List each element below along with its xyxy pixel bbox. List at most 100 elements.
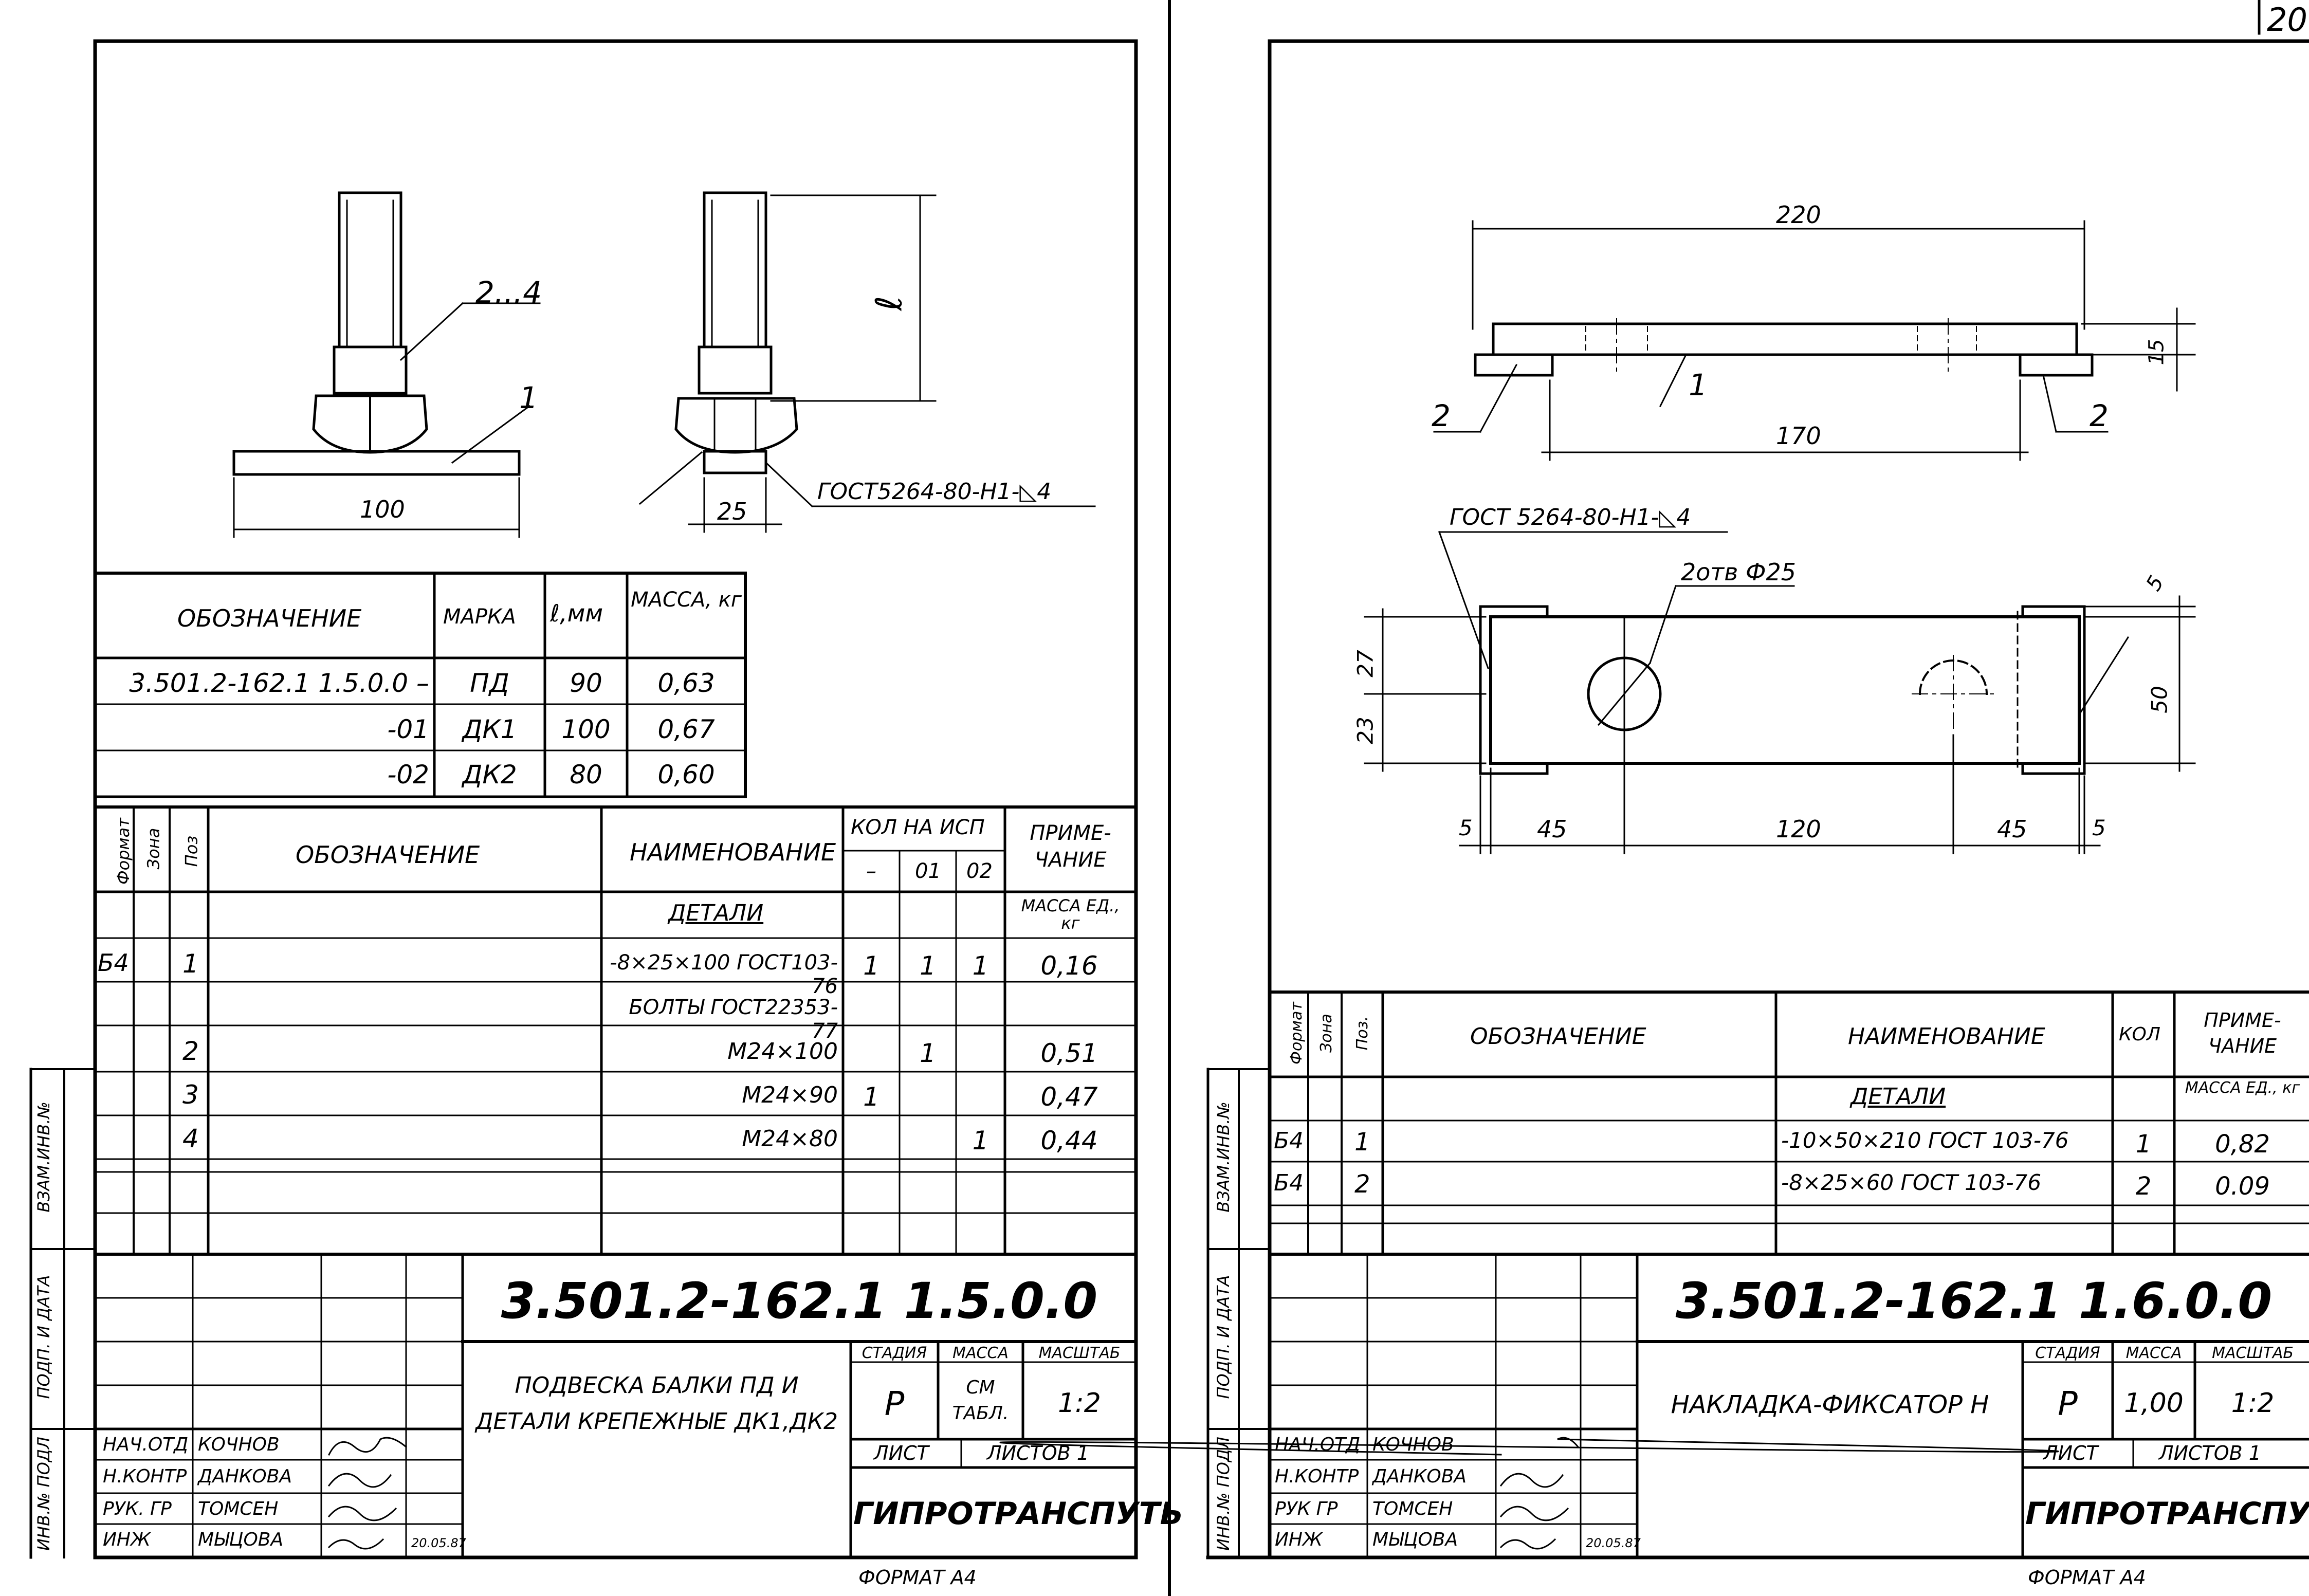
stamp-mass-header: МАССА: [2125, 1344, 2182, 1362]
stamp-lines-left: [94, 1253, 1138, 1559]
stamp-name: ДАНКОВА: [1372, 1466, 1467, 1487]
dim-23: 23: [1352, 717, 1378, 744]
param-row-mark: ДК2: [462, 760, 517, 790]
spec-header-name: НАИМЕНОВАНИЕ: [1848, 1023, 2045, 1050]
stamp-name: ТОМСЕН: [198, 1498, 279, 1519]
param-row-designation: -02: [387, 760, 429, 790]
side-label: ВЗАМ.ИНВ.№: [1214, 1102, 1233, 1213]
spec-row-note: 0,82: [2215, 1130, 2270, 1159]
stamp-name: МЫЦОВА: [1372, 1529, 1458, 1550]
stamp-mass: СМ ТАБЛ.: [952, 1377, 1009, 1424]
side-label: ИНВ.№ ПОДЛ: [1214, 1437, 1233, 1551]
stamp-lines-right: [1268, 1253, 2309, 1559]
stamp-scale: 1:2: [2231, 1388, 2275, 1419]
stamp-role: Н.КОНТР: [103, 1466, 187, 1487]
spec-row-format: Б4: [1274, 1128, 1304, 1154]
spec-row-q0: 1: [863, 1082, 879, 1112]
drawing-code: 3.501.2-162.1 1.5.0.0: [501, 1272, 1098, 1330]
dim-120: 120: [1776, 815, 1821, 843]
param-row-mark: ДК1: [462, 714, 517, 744]
spec-row-pos: 3: [182, 1080, 199, 1110]
spec-header-note: ПРИМЕ- ЧАНИЕ: [2204, 1009, 2281, 1057]
dim-5-left: 5: [1459, 815, 1473, 840]
leader-label-2: 2: [2090, 398, 2109, 433]
stamp-role: НАЧ.ОТД: [1275, 1434, 1361, 1455]
param-row-designation: 3.501.2-162.1 1.5.0.0 –: [129, 668, 429, 698]
stamp-organization: ГИПРОТРАНСПУТЬ: [853, 1496, 1184, 1532]
dim-25: 25: [717, 498, 747, 525]
stamp-scale-header: МАСШТАБ: [1038, 1344, 1121, 1362]
spec-header-q0: –: [866, 859, 876, 883]
holes-note: 2отв Ф25: [1681, 558, 1797, 586]
param-header-designation: ОБОЗНАЧЕНИЕ: [177, 604, 362, 632]
dim-5-right: 5: [2092, 815, 2106, 840]
side-label: ИНВ.№ ПОДЛ: [34, 1437, 53, 1551]
spec-header-designation: ОБОЗНАЧЕНИЕ: [1470, 1023, 1646, 1050]
stamp-role: Н.КОНТР: [1275, 1466, 1359, 1487]
spec-header-designation: ОБОЗНАЧЕНИЕ: [296, 841, 480, 869]
param-row-mass: 0,60: [657, 760, 715, 790]
stamp-name: ТОМСЕН: [1372, 1498, 1453, 1519]
spec-table-lines-left: [94, 805, 1138, 1256]
stamp-name: КОЧНОВ: [1372, 1434, 1454, 1455]
signatures-right: [999, 1437, 2059, 1550]
stamp-mass-header: МАССА: [952, 1344, 1009, 1362]
side-label: ПОДП. И ДАТА: [1214, 1275, 1233, 1399]
spec-row-qty: 2: [2135, 1172, 2152, 1201]
page-number: 20: [2267, 1, 2307, 39]
stamp-role: РУК. ГР: [103, 1498, 172, 1519]
drawing-title-line1: ПОДВЕСКА БАЛКИ ПД И: [515, 1372, 799, 1399]
spec-header-qty: КОЛ: [2119, 1024, 2160, 1045]
spec-row-name: М24×100: [727, 1038, 838, 1065]
dim-27: 27: [1352, 650, 1378, 677]
weld-note-right: ГОСТ 5264-80-Н1-◺4: [1450, 504, 1691, 530]
bolt-view-1: [232, 191, 541, 538]
param-row-length: 100: [561, 714, 611, 744]
stamp-sheets: ЛИСТОВ 1: [2159, 1442, 2261, 1464]
spec-row-pos: 2: [1354, 1170, 1370, 1199]
param-row-length: 80: [570, 760, 602, 790]
spec-header-format: Формат: [1287, 1002, 1306, 1065]
spec-row-name: -8×25×100 ГОСТ103-76: [610, 951, 838, 998]
leader-label-2: 2: [1432, 398, 1451, 433]
spec-header-name: НАИМЕНОВАНИЕ: [630, 838, 836, 866]
side-label: ВЗАМ.ИНВ.№: [34, 1102, 53, 1213]
stamp-name: МЫЦОВА: [198, 1529, 284, 1550]
spec-header-pos: Поз: [181, 835, 201, 867]
param-header-mass: МАССА, кг: [631, 588, 742, 612]
param-header-mark: МАРКА: [443, 605, 516, 629]
leader-label-2-4: 2...4: [475, 275, 542, 310]
spec-table-lines-right: [1268, 990, 2309, 1256]
stamp-role: ИНЖ: [1275, 1529, 1323, 1550]
stamp-sheet: ЛИСТ: [2043, 1442, 2098, 1464]
spec-header-q2: 02: [966, 859, 993, 883]
spec-section-details: ДЕТАЛИ: [1850, 1084, 1946, 1110]
spec-row-q2: 1: [972, 951, 989, 981]
stamp-stage: Р: [884, 1385, 905, 1423]
spec-row-q1: 1: [920, 951, 936, 981]
spec-header-q1: 01: [915, 859, 941, 883]
weld-note-left: ГОСТ5264-80-Н1-◺4: [817, 479, 1052, 505]
dim-l: ℓ: [868, 296, 910, 311]
stamp-role: НАЧ.ОТД: [103, 1434, 189, 1455]
spec-row-name: -8×25×60 ГОСТ 103-76: [1781, 1170, 2042, 1195]
format-label: ФОРМАТ А4: [2028, 1566, 2146, 1589]
stamp-sheets: ЛИСТОВ 1: [987, 1442, 1089, 1464]
drawing-code: 3.501.2-162.1 1.6.0.0: [1675, 1272, 2273, 1330]
param-row-length: 90: [570, 668, 602, 698]
param-table-lines: [94, 572, 747, 798]
stamp-name: КОЧНОВ: [198, 1434, 280, 1455]
spec-header-zone: Зона: [143, 828, 163, 870]
spec-row-format: Б4: [1274, 1170, 1304, 1196]
dim-45-left: 45: [1537, 815, 1567, 843]
stamp-stage-header: СТАДИЯ: [2035, 1344, 2100, 1362]
stamp-scale-header: МАСШТАБ: [2212, 1344, 2294, 1362]
drawing-title-line2: ДЕТАЛИ КРЕПЕЖНЫЕ ДК1,ДК2: [475, 1408, 838, 1435]
dim-15: 15: [2145, 339, 2169, 365]
param-row-designation: -01: [387, 714, 429, 744]
stamp-scale: 1:2: [1058, 1388, 1101, 1419]
stamp-role: ИНЖ: [103, 1529, 151, 1550]
param-row-mark: ПД: [470, 668, 509, 698]
dim-100: 100: [360, 496, 405, 523]
